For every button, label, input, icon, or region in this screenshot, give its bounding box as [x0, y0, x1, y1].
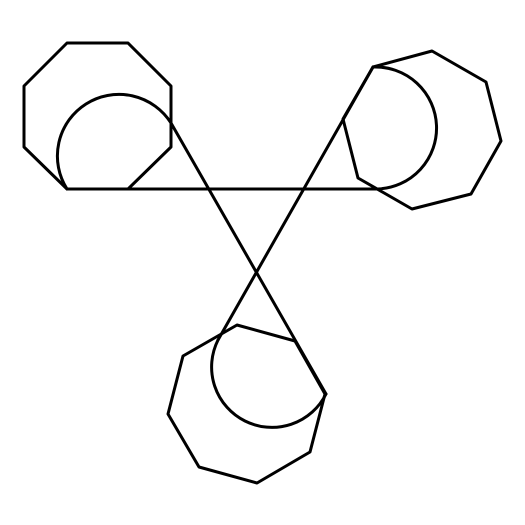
top-left-arc	[55, 92, 173, 191]
bottom-arc	[210, 338, 328, 429]
top-right-octagon	[341, 49, 503, 211]
diagonal-line-top-right-to-bottom	[216, 65, 375, 342]
top-right-arc	[371, 65, 438, 191]
diagonal-line-top-left-to-bottom	[169, 121, 328, 396]
